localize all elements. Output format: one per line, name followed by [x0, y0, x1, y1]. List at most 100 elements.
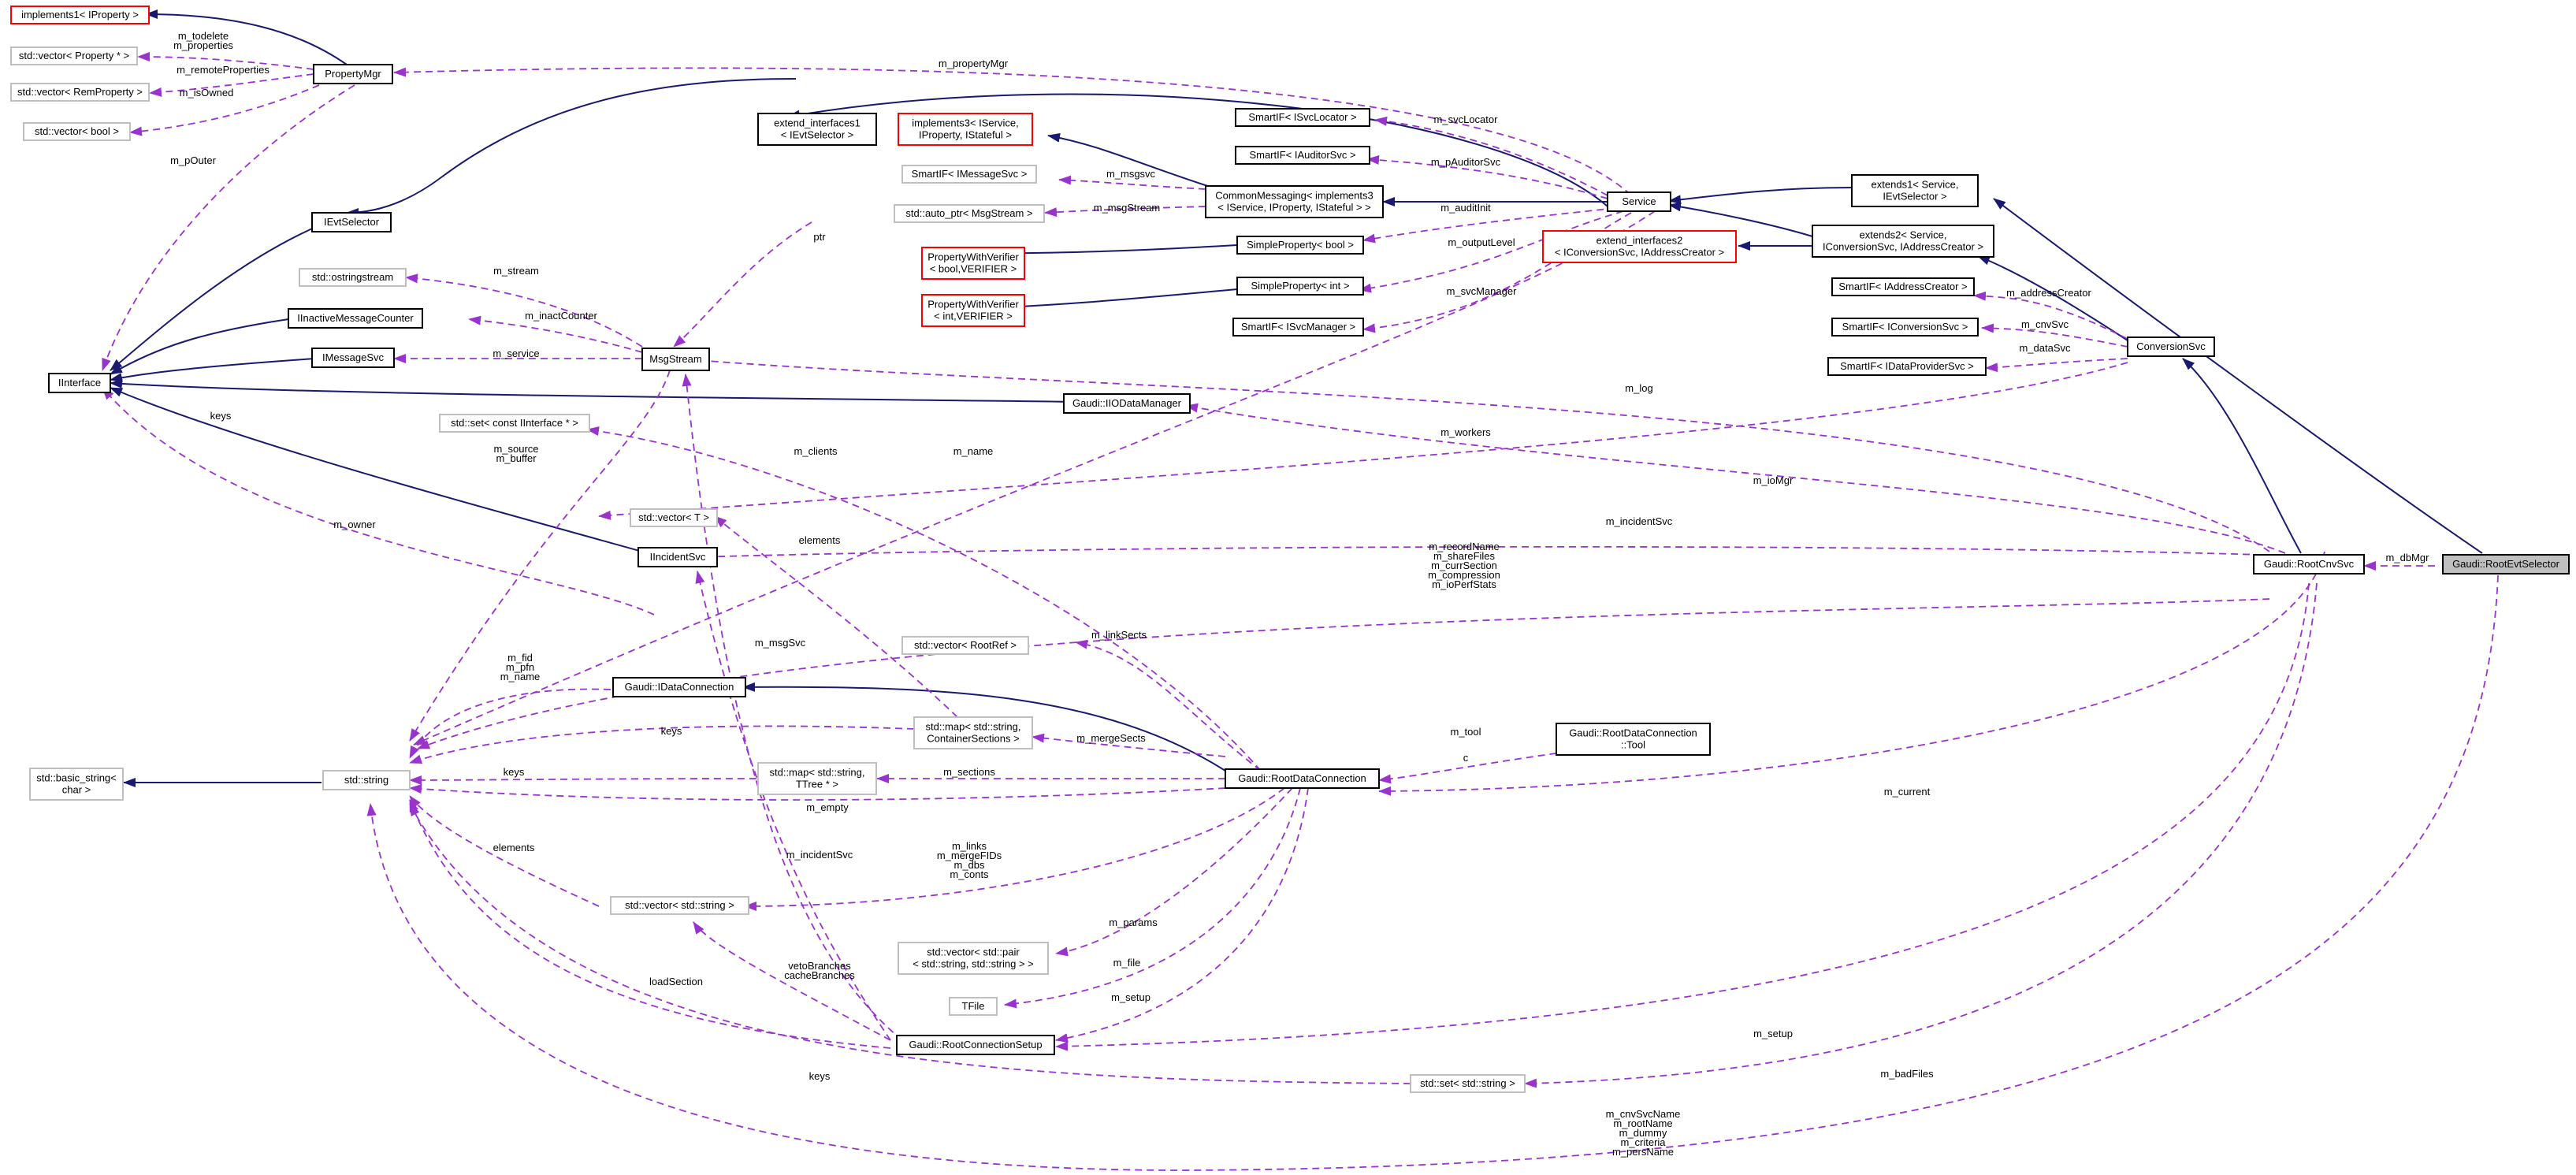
node-msg-stream[interactable]: MsgStream: [641, 348, 710, 371]
node-label: std::set< std::string >: [1420, 1077, 1515, 1089]
node-ext-if2[interactable]: extend_interfaces2< IConversionSvc, IAdd…: [1542, 230, 1737, 263]
node-i-interface[interactable]: IInterface: [48, 373, 111, 393]
node-root-cnv-svc[interactable]: Gaudi::RootCnvSvc: [2253, 554, 2365, 574]
node-si-msg-svc[interactable]: SmartIF< IMessageSvc >: [901, 165, 1037, 184]
edge-label: m_mergeSects: [1076, 732, 1146, 744]
edge-label: m_setup: [1111, 991, 1150, 1003]
node-box: [921, 247, 1025, 280]
node-box: [901, 636, 1029, 655]
node-map-t-tree[interactable]: std::map< std::string,TTree * >: [757, 762, 877, 795]
edge-label: keys: [504, 766, 525, 778]
edge-label: m_properties: [173, 39, 233, 51]
node-i-message-svc[interactable]: IMessageSvc: [311, 348, 395, 368]
edge-label: m_todelete: [178, 30, 229, 42]
edge-label: m_compression: [1428, 569, 1500, 581]
node-vec-string[interactable]: std::vector< std::string >: [610, 896, 749, 915]
node-label: TFile: [962, 1000, 985, 1012]
node-box: [299, 268, 407, 287]
node-root-data-conn[interactable]: Gaudi::RootDataConnection: [1225, 768, 1380, 789]
node-si-conv[interactable]: SmartIF< IConversionSvc >: [1831, 318, 1979, 337]
node-label: extend_interfaces2: [1597, 235, 1683, 247]
node-impl3[interactable]: implements3< IService,IProperty, IStatef…: [898, 113, 1033, 146]
node-label: < bool,VERIFIER >: [930, 263, 1017, 275]
node-box: [439, 414, 590, 433]
node-label: IIncidentSvc: [650, 551, 706, 563]
node-sp-bool[interactable]: SimpleProperty< bool >: [1236, 236, 1364, 255]
node-si-d-p[interactable]: SmartIF< IDataProviderSvc >: [1827, 357, 1987, 376]
node-si-addr[interactable]: SmartIF< IAddressCreator >: [1831, 277, 1975, 296]
node-label: Gaudi::IIODataManager: [1072, 397, 1182, 409]
node-auto-ptr[interactable]: std::auto_ptr< MsgStream >: [894, 204, 1045, 223]
edge-label: m_inactCounter: [525, 310, 597, 322]
node-box: [901, 165, 1037, 184]
node-implements1[interactable]: implements1< IProperty >: [10, 6, 150, 24]
nodes-layer: implements1< IProperty >std::vector< Pro…: [10, 6, 2570, 1093]
node-extends2[interactable]: extends2< Service,IConversionSvc, IAddre…: [1812, 225, 1994, 258]
node-label: IInterface: [58, 377, 101, 389]
node-box: [1225, 768, 1380, 789]
edge-label: m_file: [1113, 957, 1141, 969]
node-vec-pair[interactable]: std::vector< std::pair< std::string, std…: [898, 942, 1049, 975]
node-i-evt-selector[interactable]: IEvtSelector: [311, 212, 392, 232]
node-io-data-mgr[interactable]: Gaudi::IIODataManager: [1063, 393, 1191, 414]
node-label: std::auto_ptr< MsgStream >: [905, 207, 1032, 219]
node-box: [949, 997, 998, 1016]
edge-labels-layer: m_todeletem_propertiesm_remoteProperties…: [170, 30, 2429, 1158]
node-sp-int[interactable]: SimpleProperty< int >: [1236, 277, 1364, 296]
node-common-msg[interactable]: CommonMessaging< implements3< IService, …: [1205, 185, 1384, 218]
edge-label: m_criteria: [1620, 1136, 1666, 1148]
node-map-cont[interactable]: std::map< std::string,ContainerSections …: [913, 716, 1033, 749]
edge-label: m_recordName: [1429, 541, 1500, 552]
edge-label: loadSection: [649, 976, 703, 987]
node-box: [610, 896, 749, 915]
node-root-evt-sel[interactable]: Gaudi::RootEvtSelector: [2442, 554, 2570, 574]
node-box: [1063, 393, 1191, 414]
node-set-if[interactable]: std::set< const IInterface * >: [439, 414, 590, 433]
node-conversion-svc[interactable]: ConversionSvc: [2127, 337, 2215, 357]
node-label: PropertyWithVerifier: [927, 251, 1019, 263]
node-tool[interactable]: Gaudi::RootDataConnection::Tool: [1556, 723, 1711, 756]
edge-label: m_pfn: [506, 661, 534, 673]
node-si-svc-mgr[interactable]: SmartIF< ISvcManager >: [1232, 318, 1364, 337]
node-box: [612, 677, 746, 697]
node-label: std::vector< std::string >: [625, 899, 734, 911]
edge-label: m_links: [952, 840, 987, 852]
node-i-incident-svc[interactable]: IIncidentSvc: [637, 547, 718, 567]
node-vec-t[interactable]: std::vector< T >: [630, 508, 718, 527]
node-std-string[interactable]: std::string: [322, 770, 411, 790]
node-t-file[interactable]: TFile: [949, 997, 998, 1016]
node-ext-if1[interactable]: extend_interfaces1< IEvtSelector >: [757, 113, 877, 146]
node-si-svc-loc[interactable]: SmartIF< ISvcLocator >: [1235, 108, 1370, 127]
node-ostringstream[interactable]: std::ostringstream: [299, 268, 407, 287]
node-si-aud-svc[interactable]: SmartIF< IAuditorSvc >: [1235, 146, 1370, 165]
node-i-inactive[interactable]: IInactiveMessageCounter: [288, 308, 423, 329]
node-set-string[interactable]: std::set< std::string >: [1410, 1074, 1526, 1093]
node-label: Service: [1622, 195, 1656, 207]
edge-label: m_isOwned: [180, 87, 234, 99]
node-vec-root-ref[interactable]: std::vector< RootRef >: [901, 636, 1029, 655]
node-box: [1235, 108, 1370, 127]
node-label: IMessageSvc: [322, 351, 385, 363]
node-pwv-bool[interactable]: PropertyWithVerifier< bool,VERIFIER >: [921, 247, 1025, 280]
edge-label: elements: [799, 534, 841, 546]
node-label: std::set< const IInterface * >: [451, 417, 578, 429]
edge-label: m_workers: [1440, 426, 1491, 438]
node-pwv-int[interactable]: PropertyWithVerifier< int,VERIFIER >: [921, 294, 1025, 327]
edge-label: m_empty: [806, 801, 849, 813]
edge-label: m_ioPerfStats: [1432, 578, 1496, 590]
edge-label: m_sections: [943, 766, 995, 778]
node-label: std::string: [344, 774, 388, 786]
node-basic-string[interactable]: std::basic_string<char >: [29, 768, 124, 801]
node-vec-bool[interactable]: std::vector< bool >: [23, 122, 131, 141]
node-conn-setup[interactable]: Gaudi::RootConnectionSetup: [896, 1035, 1055, 1055]
node-vec-rem-prop[interactable]: std::vector< RemProperty >: [10, 83, 150, 102]
node-box: [2253, 554, 2365, 574]
node-i-data-conn[interactable]: Gaudi::IDataConnection: [612, 677, 746, 697]
node-vec-prop[interactable]: std::vector< Property * >: [10, 46, 138, 65]
node-service[interactable]: Service: [1607, 191, 1671, 212]
edge-label: m_msgsvc: [1106, 168, 1156, 180]
node-extends1[interactable]: extends1< Service,IEvtSelector >: [1851, 174, 1979, 207]
node-label: Gaudi::RootEvtSelector: [2452, 558, 2560, 570]
node-property-mgr[interactable]: PropertyMgr: [313, 64, 393, 84]
